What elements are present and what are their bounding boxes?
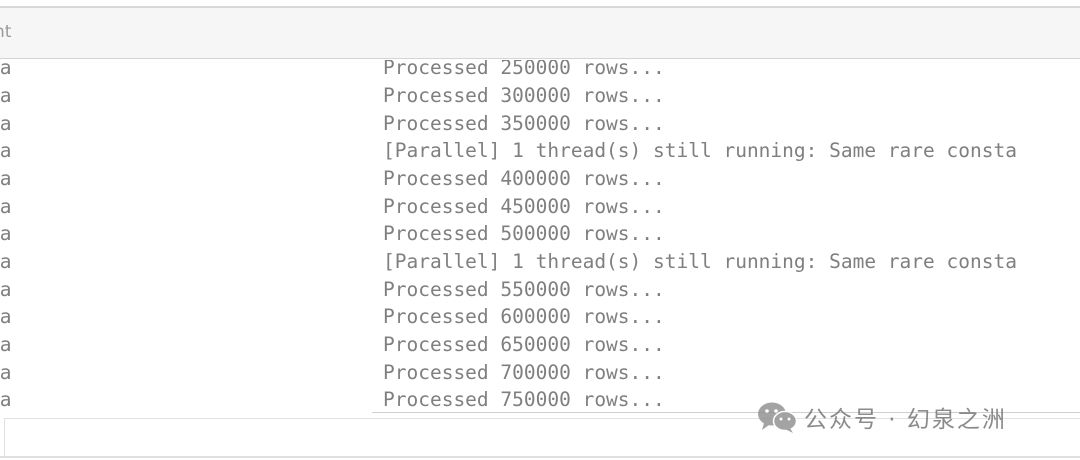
log-source: ra — [0, 361, 12, 384]
bottom-border — [0, 456, 1080, 458]
log-source: ra — [0, 195, 12, 218]
log-row: ra Processed 300000 rows... — [0, 84, 1080, 112]
log-row: ra Processed 500000 rows... — [0, 222, 1080, 250]
log-message: Processed 450000 rows... — [383, 195, 665, 218]
log-row: ra Processed 650000 rows... — [0, 333, 1080, 361]
bottom-input-area[interactable] — [4, 418, 1080, 456]
log-message: Processed 600000 rows... — [383, 305, 665, 328]
log-row: ra Processed 600000 rows... — [0, 305, 1080, 333]
log-source: ra — [0, 388, 12, 411]
log-divider — [372, 412, 1080, 413]
log-message: Processed 750000 rows... — [383, 388, 665, 411]
log-row: ra Processed 550000 rows... — [0, 278, 1080, 306]
log-message: [Parallel] 1 thread(s) still running: Sa… — [383, 250, 1017, 273]
log-message: Processed 500000 rows... — [383, 222, 665, 245]
log-message: Processed 350000 rows... — [383, 112, 665, 135]
log-output[interactable]: ra Processed 250000 rows... ra Processed… — [0, 60, 1080, 412]
log-source: ra — [0, 84, 12, 107]
log-row: ra [Parallel] 1 thread(s) still running:… — [0, 139, 1080, 167]
log-row: ra Processed 250000 rows... — [0, 60, 1080, 84]
log-source: ra — [0, 278, 12, 301]
log-message: [Parallel] 1 thread(s) still running: Sa… — [383, 139, 1017, 162]
log-header: nt — [0, 8, 1080, 59]
log-source: ra — [0, 222, 12, 245]
log-row: ra Processed 750000 rows... — [0, 388, 1080, 412]
log-source: ra — [0, 305, 12, 328]
log-message: Processed 700000 rows... — [383, 361, 665, 384]
top-border — [0, 6, 1080, 8]
log-message: Processed 250000 rows... — [383, 60, 665, 79]
log-source: ra — [0, 333, 12, 356]
wechat-icon — [758, 402, 798, 433]
watermark-text: 公众号 · 幻泉之洲 — [804, 407, 1007, 433]
log-message: Processed 400000 rows... — [383, 167, 665, 190]
log-row: ra Processed 700000 rows... — [0, 361, 1080, 389]
log-source: ra — [0, 139, 12, 162]
log-source: ra — [0, 60, 12, 79]
log-row: ra Processed 350000 rows... — [0, 112, 1080, 140]
log-row: ra Processed 400000 rows... — [0, 167, 1080, 195]
log-source: ra — [0, 250, 12, 273]
column-header-label[interactable]: nt — [0, 22, 12, 42]
log-message: Processed 550000 rows... — [383, 278, 665, 301]
log-source: ra — [0, 167, 12, 190]
watermark: 公众号 · 幻泉之洲 — [756, 397, 1007, 437]
log-row: ra Processed 450000 rows... — [0, 195, 1080, 223]
log-message: Processed 650000 rows... — [383, 333, 665, 356]
log-source: ra — [0, 112, 12, 135]
log-message: Processed 300000 rows... — [383, 84, 665, 107]
log-row: ra [Parallel] 1 thread(s) still running:… — [0, 250, 1080, 278]
